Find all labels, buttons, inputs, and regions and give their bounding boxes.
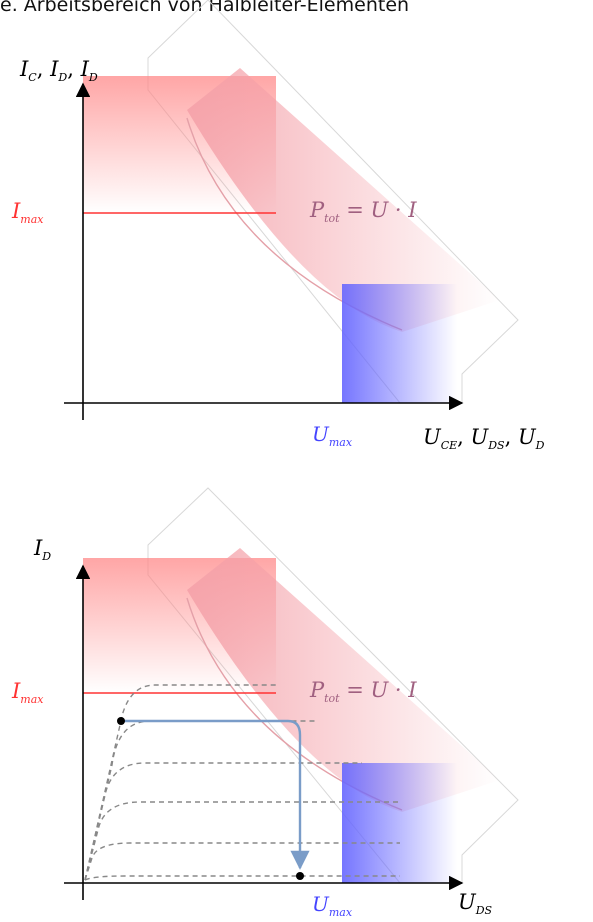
top-imax-label: Imax xyxy=(11,199,44,226)
top-diagram: IC, ID, ID Imax Ptot = U · I Umax UCE, U… xyxy=(11,0,545,452)
bottom-x-axis-label: UDS xyxy=(458,890,493,917)
bottom-umax-region xyxy=(342,763,457,883)
top-ptot-label: Ptot = U · I xyxy=(309,198,417,225)
bottom-diagram: ID Imax Ptot = U · I Umax UDS xyxy=(11,487,519,919)
bottom-ptot-band xyxy=(187,548,500,812)
bottom-ptot-label: Ptot = U · I xyxy=(309,678,417,705)
bottom-y-axis-label: ID xyxy=(33,536,51,563)
operating-point-start xyxy=(117,717,125,725)
top-umax-label: Umax xyxy=(312,422,353,449)
top-ptot-band xyxy=(187,68,500,332)
top-x-axis-label: UCE, UDS, UD xyxy=(423,425,545,452)
page-title: e. Arbeitsbereich von Halbleiter-Element… xyxy=(0,0,410,16)
characteristic-curve xyxy=(84,875,400,881)
bottom-umax-label: Umax xyxy=(312,892,353,919)
characteristic-curve xyxy=(84,762,362,881)
top-y-axis-label: IC, ID, ID xyxy=(19,57,98,84)
operating-point-end xyxy=(296,872,304,880)
bottom-imax-label: Imax xyxy=(11,679,44,706)
top-umax-region xyxy=(342,284,457,403)
characteristic-curve xyxy=(84,720,318,881)
characteristic-curve xyxy=(84,842,400,881)
characteristic-curve xyxy=(84,684,276,881)
operating-point-path xyxy=(121,719,310,870)
